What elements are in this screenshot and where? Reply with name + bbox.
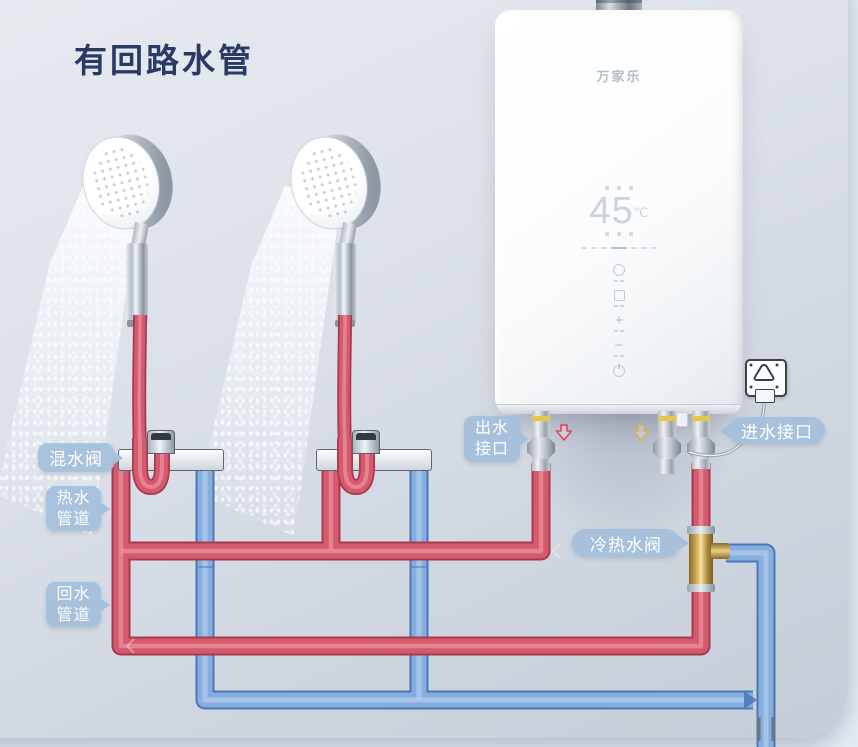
mode-button[interactable] bbox=[609, 290, 629, 307]
cycle-button[interactable] bbox=[609, 264, 629, 282]
callout-tail bbox=[679, 536, 689, 550]
gas-flow-arrow bbox=[632, 424, 650, 441]
pipe-joint-marks bbox=[126, 543, 561, 654]
diagram-title: 有回路水管 bbox=[74, 42, 254, 79]
callout-tail bbox=[113, 450, 123, 465]
valve-trap-pipes bbox=[132, 438, 375, 495]
flow-arrow-cold bbox=[744, 691, 757, 709]
mode-icon bbox=[613, 290, 625, 301]
callout-outlet: 出水接口 bbox=[464, 416, 529, 462]
temperature-value: 45℃ bbox=[589, 190, 649, 232]
hot-flow-arrow bbox=[555, 424, 573, 441]
callout-inlet: 进水接口 bbox=[720, 417, 825, 444]
hot-outlet-fitting bbox=[527, 411, 555, 471]
temp-up-button[interactable]: + bbox=[609, 312, 629, 332]
plus-icon: + bbox=[614, 312, 624, 329]
callout-cold-hot-valve: 冷热水阀 bbox=[572, 529, 689, 557]
display-status-icons-top bbox=[495, 186, 743, 192]
callout-tail bbox=[100, 597, 110, 612]
temperature-unit: ℃ bbox=[633, 205, 649, 220]
callout-mixing-valve: 混水阀 bbox=[38, 443, 123, 472]
shower-handle bbox=[334, 243, 356, 323]
water-heater: 万家乐 45℃ + − bbox=[495, 10, 743, 414]
shower-handle bbox=[126, 243, 148, 323]
condensate-drain bbox=[676, 412, 688, 427]
heater-bottom-panel bbox=[497, 404, 741, 414]
brand-logo: 万家乐 bbox=[596, 69, 642, 84]
cycle-icon bbox=[613, 264, 625, 276]
callout-tail bbox=[720, 423, 730, 438]
callout-tail bbox=[519, 432, 529, 446]
power-icon bbox=[613, 363, 625, 377]
temp-down-button[interactable]: − bbox=[609, 337, 629, 357]
callout-tail bbox=[100, 501, 110, 516]
pipe-end-marks bbox=[757, 717, 775, 741]
power-button[interactable] bbox=[609, 363, 629, 377]
hot-water-pipes bbox=[111, 459, 711, 656]
display-indicator-row bbox=[495, 245, 743, 249]
control-buttons: + − bbox=[495, 264, 743, 387]
mixing-valve-handle-left bbox=[147, 430, 175, 454]
power-plug bbox=[755, 389, 775, 403]
socket-pins-outline bbox=[753, 363, 775, 381]
minus-icon: − bbox=[614, 337, 624, 354]
cold-hot-valve-port bbox=[711, 543, 730, 559]
cold-hot-valve-body bbox=[687, 526, 715, 592]
callout-return-pipe: 回水管道 bbox=[46, 582, 110, 627]
mixing-valve-handle-right bbox=[352, 430, 380, 454]
display-status-icons-bottom bbox=[495, 231, 743, 238]
temperature-display: 45℃ bbox=[495, 186, 743, 249]
callout-hot-pipe: 热水管道 bbox=[46, 486, 110, 531]
shower-hoses bbox=[132, 314, 352, 448]
gas-inlet-fitting bbox=[653, 411, 681, 474]
cold-water-pipes bbox=[195, 461, 776, 747]
